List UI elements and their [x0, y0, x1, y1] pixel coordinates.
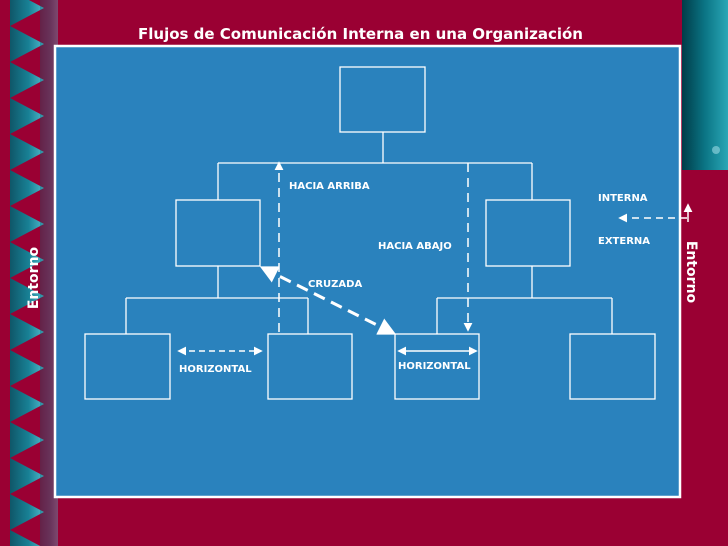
- label-horizontal-left: HORIZONTAL: [179, 364, 252, 375]
- decorative-triangle: [10, 206, 44, 242]
- label-interna: INTERNA: [598, 193, 648, 204]
- left-decorative-band: [0, 0, 58, 546]
- decorative-triangle: [10, 386, 44, 422]
- diagram-panel: [53, 44, 682, 499]
- label-externa: EXTERNA: [598, 236, 651, 247]
- decorative-triangle: [10, 350, 44, 386]
- decorative-triangle: [10, 314, 44, 350]
- decorative-triangle: [10, 278, 44, 314]
- decorative-triangle: [10, 26, 44, 62]
- org-connectors: [125, 132, 613, 334]
- page-title: Flujos de Comunicación Interna en una Or…: [138, 25, 583, 43]
- entorno-label-left: Entorno: [26, 246, 42, 310]
- decorative-triangle: [10, 242, 44, 278]
- label-horizontal-right: HORIZONTAL: [398, 361, 471, 372]
- right-decorative-band: [680, 0, 728, 546]
- decorative-triangle: [10, 134, 44, 170]
- arrow-cruzada: [259, 266, 397, 335]
- org-box-mid-right: [485, 199, 571, 267]
- label-cruzada: CRUZADA: [308, 279, 363, 290]
- left-triangle-pattern: [10, 0, 44, 546]
- decorative-triangle: [10, 62, 44, 98]
- decorative-triangle: [10, 98, 44, 134]
- entorno-label-right: Entorno: [683, 240, 699, 304]
- decorative-triangle: [10, 494, 44, 530]
- label-hacia-arriba: HACIA ARRIBA: [289, 181, 370, 192]
- decorative-triangle: [10, 458, 44, 494]
- org-box-bottom-1: [84, 333, 171, 400]
- decorative-triangle: [10, 422, 44, 458]
- decorative-triangle: [10, 530, 41, 546]
- label-hacia-abajo: HACIA ABAJO: [378, 241, 452, 252]
- decorative-triangle: [10, 0, 44, 26]
- decorative-triangle: [10, 170, 44, 206]
